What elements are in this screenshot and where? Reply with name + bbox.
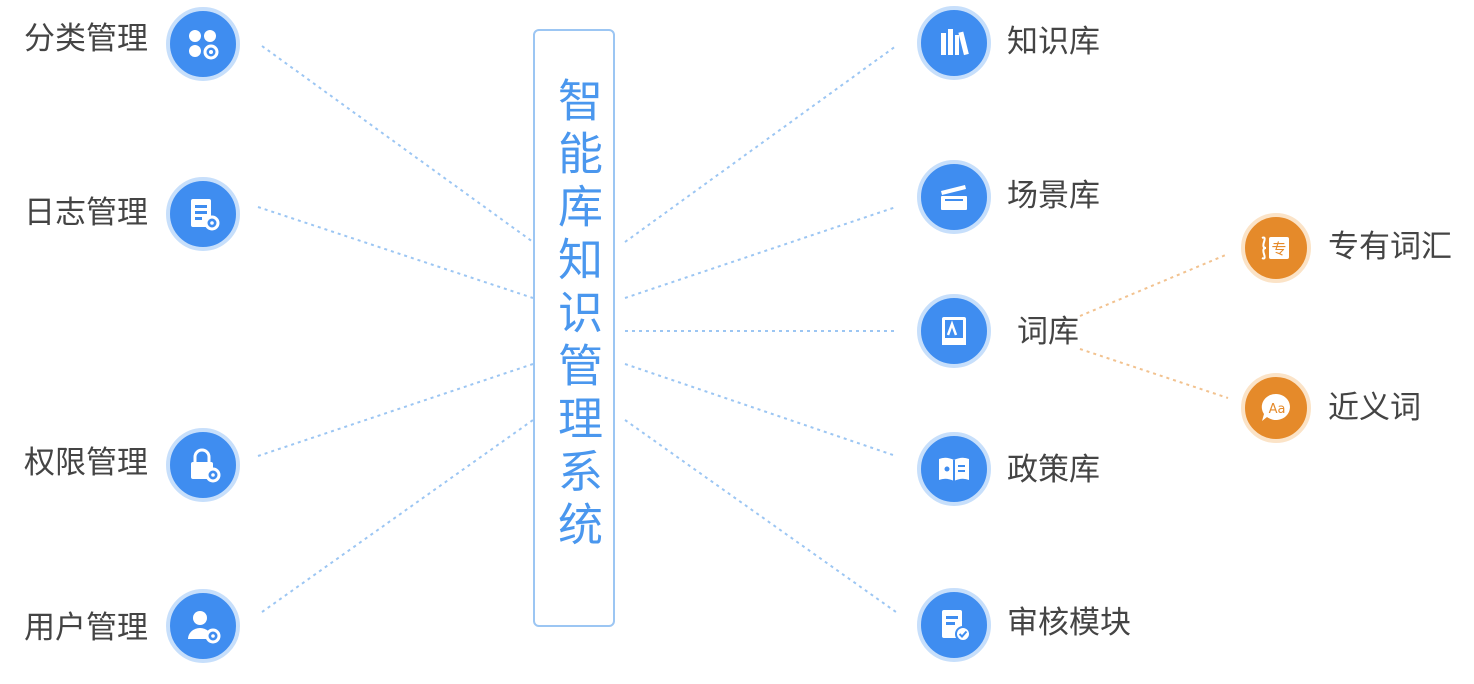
clapperboard-icon: [941, 185, 967, 210]
label-synonyms: 近义词: [1328, 390, 1421, 426]
connector-knowledge: [624, 45, 897, 243]
grid-gear-icon: [189, 30, 219, 60]
node-scene-base[interactable]: [917, 160, 991, 234]
node-policy-base[interactable]: [917, 432, 991, 506]
synonym-chat-icon: Aa: [1261, 393, 1290, 421]
node-users[interactable]: [166, 589, 240, 663]
node-synonyms[interactable]: Aa: [1241, 373, 1311, 443]
node-knowledge-base[interactable]: [917, 6, 991, 80]
node-review-module[interactable]: [917, 588, 991, 662]
document-gear-icon: [191, 199, 220, 231]
center-title-box: 智能库知识管理系统: [533, 29, 615, 627]
books-icon: [941, 29, 969, 56]
node-proper-terms[interactable]: 专: [1241, 213, 1311, 283]
label-review-module: 审核模块: [1007, 605, 1131, 641]
connector-logs: [257, 206, 534, 299]
label-permissions: 权限管理: [24, 445, 148, 481]
connector-categories: [261, 45, 534, 243]
connector-scenes: [624, 206, 897, 299]
synonym-icon-glyph: Aa: [1269, 402, 1286, 417]
policy-book-icon: [939, 457, 969, 481]
review-document-icon: [942, 610, 971, 642]
label-knowledge-base: 知识库: [1007, 24, 1100, 60]
label-scene-base: 场景库: [1007, 178, 1100, 214]
center-title: 智能库知识管理系统: [550, 77, 603, 554]
node-permissions[interactable]: [166, 428, 240, 502]
label-categories: 分类管理: [24, 21, 148, 57]
lock-gear-icon: [191, 448, 221, 483]
connector-review: [624, 419, 897, 613]
proper-term-icon-glyph: 专: [1271, 240, 1286, 258]
user-gear-icon: [188, 611, 221, 644]
proper-term-icon: 专: [1261, 236, 1289, 260]
connector-proper-terms: [1079, 253, 1229, 317]
connector-permissions: [257, 363, 534, 457]
label-lexicon: 词库: [1017, 314, 1079, 350]
label-proper-terms: 专有词汇: [1328, 229, 1452, 265]
connector-synonyms: [1079, 348, 1229, 399]
node-categories[interactable]: [166, 7, 240, 81]
node-lexicon[interactable]: [917, 294, 991, 368]
node-logs[interactable]: [166, 177, 240, 251]
connector-users: [261, 419, 534, 613]
label-policy-base: 政策库: [1007, 452, 1100, 488]
label-logs: 日志管理: [24, 195, 148, 231]
connector-policy: [624, 363, 897, 457]
dictionary-icon: [942, 317, 966, 345]
label-users: 用户管理: [24, 610, 148, 646]
